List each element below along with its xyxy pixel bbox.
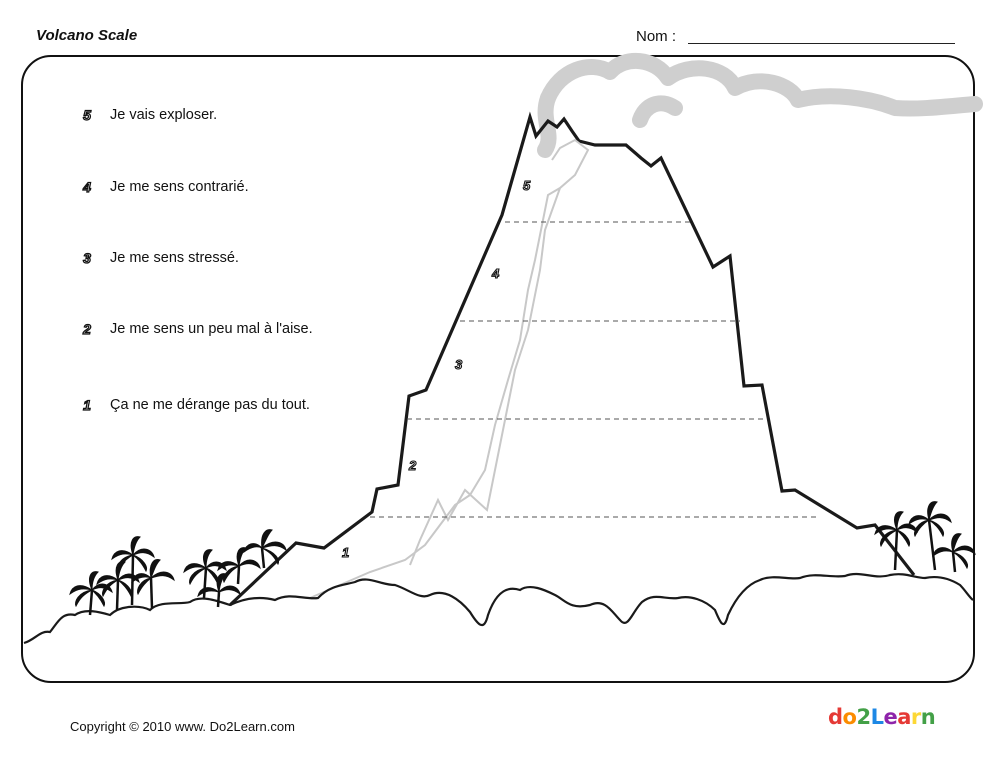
scale-text-3: Je me sens stressé.	[110, 250, 239, 266]
scale-number-3: 3	[82, 250, 91, 266]
worksheet-frame	[21, 55, 975, 683]
logo-letter: 2	[856, 705, 871, 729]
scale-item-2: 2 Je me sens un peu mal à l'aise.	[80, 321, 313, 337]
logo-letter: e	[883, 705, 898, 729]
ground-line	[23, 572, 974, 645]
volcano-mark-4: 4	[491, 266, 500, 281]
scale-text-5: Je vais exploser.	[110, 107, 218, 123]
volcano-mark-3: 3	[455, 357, 463, 372]
scale-number-4: 4	[82, 179, 91, 195]
logo-letter: o	[842, 705, 857, 729]
volcano-mark-1: 1	[342, 545, 349, 560]
logo-letter: d	[828, 705, 843, 729]
scale-item-3: 3 Je me sens stressé.	[80, 250, 239, 266]
logo-letter: r	[910, 705, 921, 729]
volcano-mark-5: 5	[523, 178, 531, 193]
name-field-line[interactable]	[688, 43, 955, 44]
palm-trees-left	[69, 529, 287, 616]
do2learn-logo[interactable]: do2Learn	[828, 705, 936, 729]
copyright-text: Copyright © 2010 www. Do2Learn.com	[70, 719, 295, 734]
level-divider-lines	[370, 221, 820, 518]
scale-item-1: 1 Ça ne me dérange pas du tout.	[80, 397, 310, 413]
scale-text-1: Ça ne me dérange pas du tout.	[110, 397, 310, 413]
scale-item-5: 5 Je vais exploser.	[80, 107, 217, 123]
scale-text-2: Je me sens un peu mal à l'aise.	[110, 321, 313, 337]
lava-path	[309, 138, 590, 599]
logo-letter: a	[897, 705, 911, 729]
scale-number-1: 1	[82, 397, 91, 413]
scale-text-4: Je me sens contrarié.	[110, 179, 249, 195]
volcano-mark-2: 2	[408, 458, 417, 473]
smoke-cloud	[537, 52, 983, 158]
logo-letter: n	[920, 705, 936, 729]
scale-number-2: 2	[82, 321, 91, 337]
volcano-outline	[228, 111, 916, 607]
worksheet-title: Volcano Scale	[36, 27, 138, 44]
palm-trees-right	[874, 501, 976, 573]
logo-letter: L	[870, 705, 884, 729]
name-label: Nom :	[636, 28, 677, 45]
scale-item-4: 4 Je me sens contrarié.	[80, 179, 249, 195]
scale-number-5: 5	[82, 107, 91, 123]
